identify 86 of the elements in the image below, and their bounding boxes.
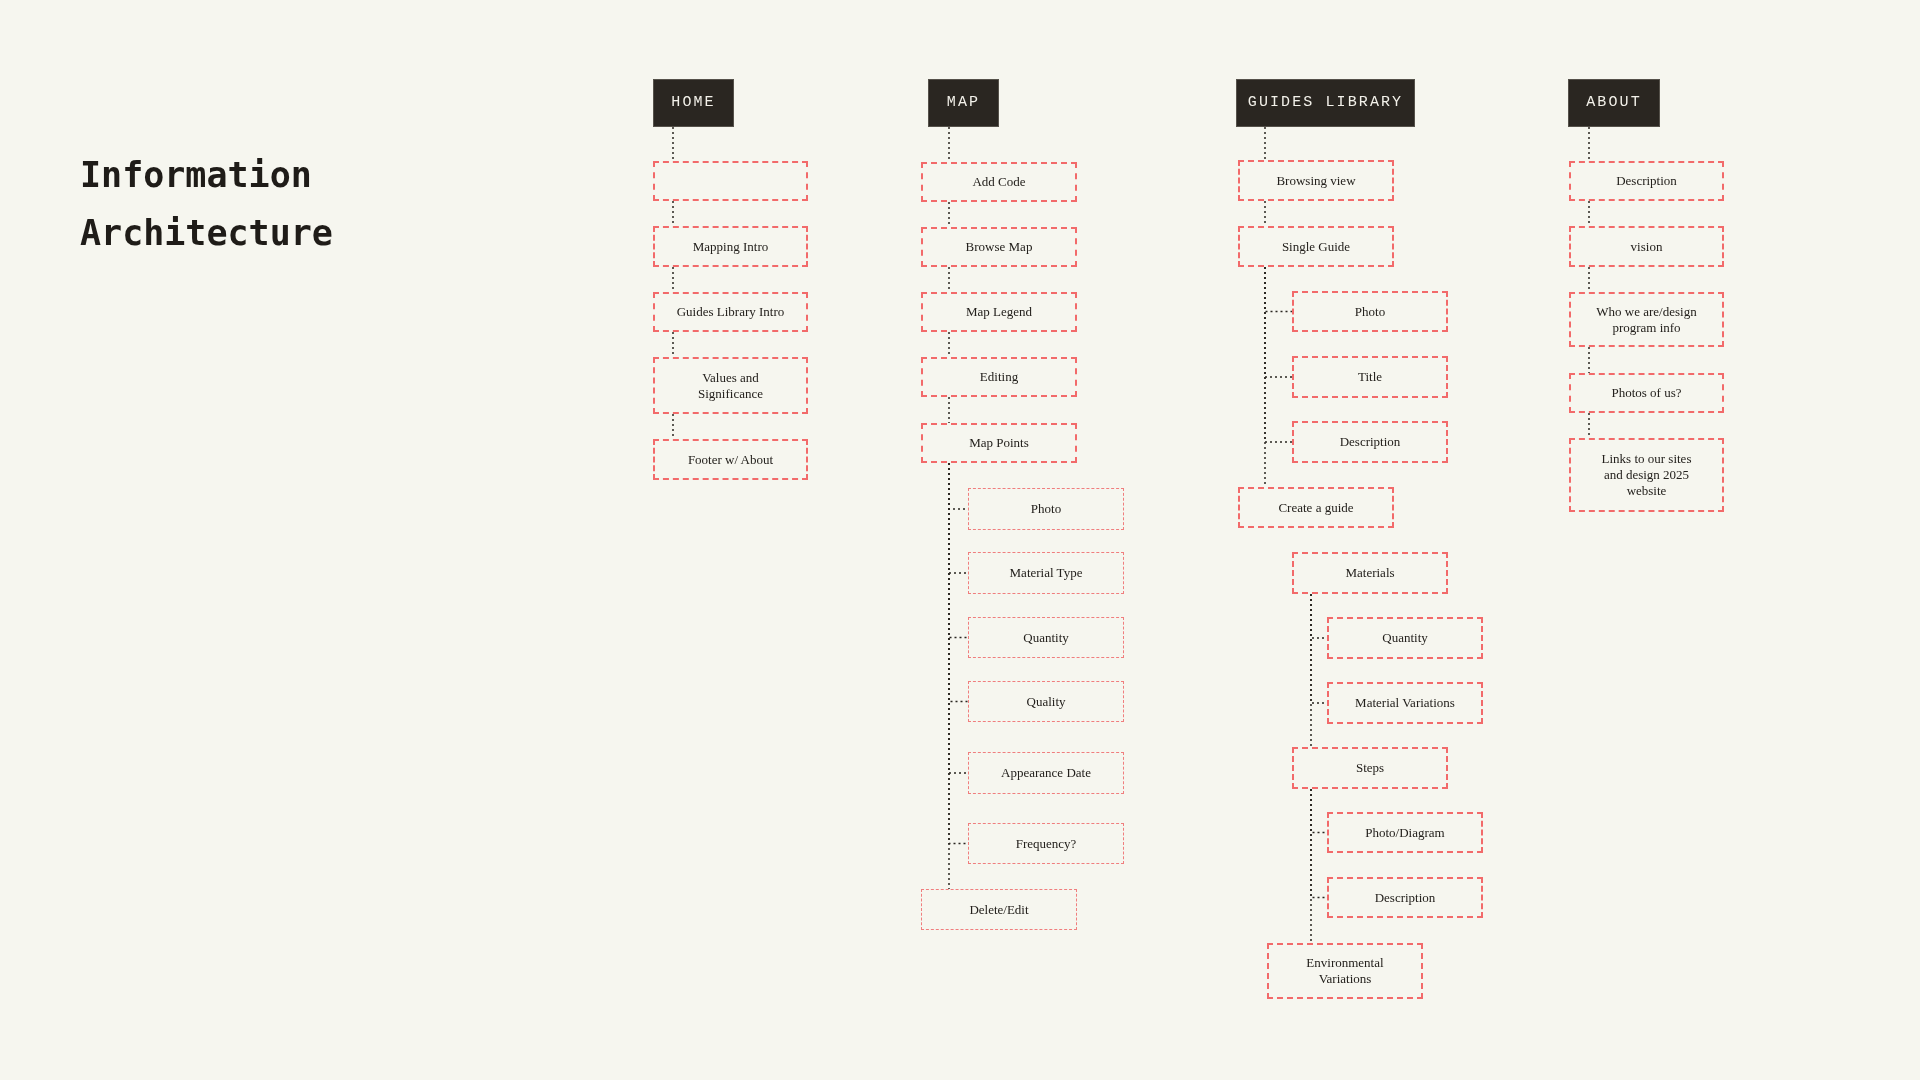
dashed-box <box>1569 226 1724 267</box>
page-label: Add Code <box>972 174 1026 190</box>
dashed-box <box>921 423 1077 463</box>
dashed-box <box>1238 226 1394 267</box>
dashed-box <box>1292 552 1448 594</box>
page-label: Browsing view <box>1276 172 1356 189</box>
dashed-box <box>1327 682 1483 724</box>
page-label: Environmental Variations <box>1305 955 1385 987</box>
page-label: Material Variations <box>1355 695 1455 711</box>
dashed-box <box>968 752 1124 794</box>
dashed-box <box>968 823 1124 864</box>
dashed-box <box>968 681 1124 722</box>
dashed-box <box>1238 160 1394 201</box>
page-label: Photo <box>1354 303 1386 320</box>
dashed-box <box>1292 747 1448 789</box>
page-label: Map Legend <box>965 304 1033 320</box>
dashed-box <box>1569 373 1724 413</box>
dashed-box <box>1238 487 1394 528</box>
dashed-box <box>921 357 1077 397</box>
page-label: Quality <box>1026 693 1066 710</box>
dashed-box <box>921 889 1077 930</box>
connector-line <box>1588 126 1590 162</box>
section-header <box>1568 79 1660 127</box>
connector-line <box>948 462 950 890</box>
dashed-box <box>921 292 1077 332</box>
page-label: Material Type <box>1009 565 1083 581</box>
page-label: Photo/Diagram <box>1365 824 1445 841</box>
diagram-title: Information Architecture <box>80 154 334 255</box>
page-label: Frequency? <box>1015 835 1077 852</box>
page-label: Browse Map <box>965 239 1033 255</box>
page-label: Delete/Edit <box>969 901 1029 918</box>
header-label: ABOUT <box>1586 92 1642 113</box>
dashed-box <box>1267 943 1423 999</box>
dashed-box <box>1569 161 1724 201</box>
section-header <box>1236 79 1415 127</box>
dashed-box <box>1292 356 1448 398</box>
page-label: Photo <box>1030 501 1062 517</box>
page-label: Quantity <box>1382 630 1428 646</box>
page-label: Appearance Date <box>1001 765 1091 781</box>
header-label: MAP <box>946 92 981 113</box>
dashed-box <box>653 357 808 414</box>
section-header <box>928 79 999 127</box>
connector-line <box>1310 788 1312 944</box>
dashed-box <box>653 292 808 332</box>
connector-line <box>948 396 950 424</box>
dashed-box <box>653 161 808 201</box>
dashed-box <box>1569 438 1724 512</box>
page-label: Mapping Intro <box>692 238 769 255</box>
header-label: HOME <box>671 92 716 113</box>
header-label: GUIDES LIBRARY <box>1247 92 1404 113</box>
dashed-box <box>968 617 1124 658</box>
page-label: Title <box>1357 369 1383 385</box>
connector-line <box>1264 126 1266 161</box>
dashed-box <box>1327 812 1483 853</box>
page-label: vision <box>1630 238 1663 255</box>
dashed-box <box>1327 877 1483 918</box>
page-label: Footer w/ About <box>687 451 774 468</box>
dashed-box <box>968 552 1124 594</box>
page-label: Who we are/design program info <box>1595 303 1698 336</box>
page-label: Description <box>1374 889 1436 906</box>
connector-line <box>1310 593 1312 748</box>
page-label: Links to our sites and design 2025 website <box>1600 451 1693 499</box>
page-label: Editing <box>979 369 1019 385</box>
connector-line <box>1588 346 1590 374</box>
connector-line <box>672 126 674 162</box>
page-label: Description <box>1616 173 1677 189</box>
page-label: Guides Library Intro <box>676 304 785 320</box>
page-label: Quantity <box>1023 629 1069 646</box>
dashed-box <box>968 488 1124 530</box>
dashed-box <box>1327 617 1483 659</box>
dashed-box <box>1292 421 1448 463</box>
dashed-box <box>653 226 808 267</box>
page-label: Photos of us? <box>1611 385 1682 401</box>
page-label: Description <box>1339 434 1401 450</box>
page-label: Steps <box>1355 760 1385 776</box>
dashed-box <box>921 227 1077 267</box>
page-label: Create a guide <box>1278 499 1354 516</box>
dashed-box <box>653 439 808 480</box>
dashed-box <box>1292 291 1448 332</box>
section-header <box>653 79 734 127</box>
dashed-box <box>921 162 1077 202</box>
page-label: Values and Significance <box>697 369 764 402</box>
page-label: Materials <box>1345 565 1395 581</box>
page-label: Map Points <box>969 435 1029 451</box>
page-label: Single Guide <box>1281 238 1351 255</box>
dashed-box <box>1569 292 1724 347</box>
